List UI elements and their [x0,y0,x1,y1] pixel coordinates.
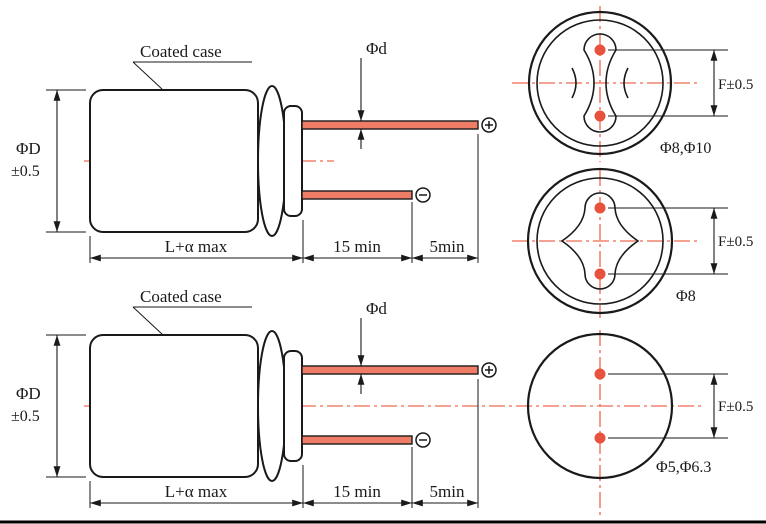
inner-circle [536,19,664,147]
pitch-dimension: F±0.5 [608,207,753,275]
dim-length-chain: L+α max 15 min 5min [89,379,479,508]
outer-circle [526,332,674,480]
diameter-label: ΦD [16,384,41,403]
inner-circle [536,177,664,305]
capacitor-body [89,334,259,478]
pitch-dimension: F±0.5 [608,49,753,117]
pitch-label: F±0.5 [718,234,753,250]
side-view-bottom: Coated case ΦD ±0.5 L+α max 15 min 5min … [11,287,702,508]
positive-terminal-icon [481,362,497,378]
negative-lead [301,435,413,445]
terminal-dot-top [594,44,606,56]
lead-diameter-label: Φd [366,39,387,58]
capacitor-body [89,89,259,233]
pitch-dimension: F±0.5 [608,373,753,439]
outer-circle [527,10,673,156]
positive-lead [301,365,479,375]
terminal-dot-top [594,202,606,214]
diameter-tolerance-label: ±0.5 [11,408,40,425]
coated-case-leader-diagonal [132,61,164,91]
dim-diameter: ΦD ±0.5 [11,89,86,233]
size-label: Φ8,Φ10 [660,140,711,157]
negative-terminal-icon [415,187,431,203]
pitch-label: F±0.5 [718,399,753,415]
length-label: L+α max [165,482,228,501]
side-view-top: Coated case ΦD ±0.5 L+α max 15 min 5min … [11,39,497,263]
vent-hook-left [571,67,577,99]
end-view-phi5-phi63: F±0.5 Φ5,Φ6.3 [526,330,753,518]
negative-lead [301,190,413,200]
diameter-label: ΦD [16,139,41,158]
coated-case-label: Coated case [140,42,222,61]
end-view-phi8-phi10: F±0.5 Φ8,Φ10 [512,6,753,162]
seal-step [283,350,303,462]
lead-length-label: 15 min [333,237,381,256]
end-view-phi8: F±0.5 Φ8 [512,167,753,318]
lead-length-label: 15 min [333,482,381,501]
vent-hook-right [623,67,629,99]
lead-tip-label: 5min [430,482,465,501]
terminal-dot-bottom [594,268,606,280]
seal-flange [257,330,287,482]
positive-lead [301,120,479,130]
outer-circle [526,167,674,315]
coated-case-label: Coated case [140,287,222,306]
dim-lead-diameter: Φd [357,39,387,149]
terminal-dot-bottom [594,432,606,444]
terminal-dot-top [594,368,606,380]
size-label: Φ5,Φ6.3 [656,459,711,476]
dim-lead-diameter: Φd [357,299,387,394]
dim-length-chain: L+α max 15 min 5min [89,134,479,263]
length-label: L+α max [165,237,228,256]
size-label: Φ8 [676,288,696,305]
lead-diameter-label: Φd [366,299,387,318]
terminal-dot-bottom [594,110,606,122]
pitch-label: F±0.5 [718,77,753,93]
lead-tip-label: 5min [430,237,465,256]
dim-diameter: ΦD ±0.5 [11,334,86,478]
negative-terminal-icon [415,432,431,448]
seal-step [283,105,303,217]
coated-case-leader-diagonal [132,306,164,336]
diameter-tolerance-label: ±0.5 [11,163,40,180]
positive-terminal-icon [481,117,497,133]
seal-flange [257,85,287,237]
